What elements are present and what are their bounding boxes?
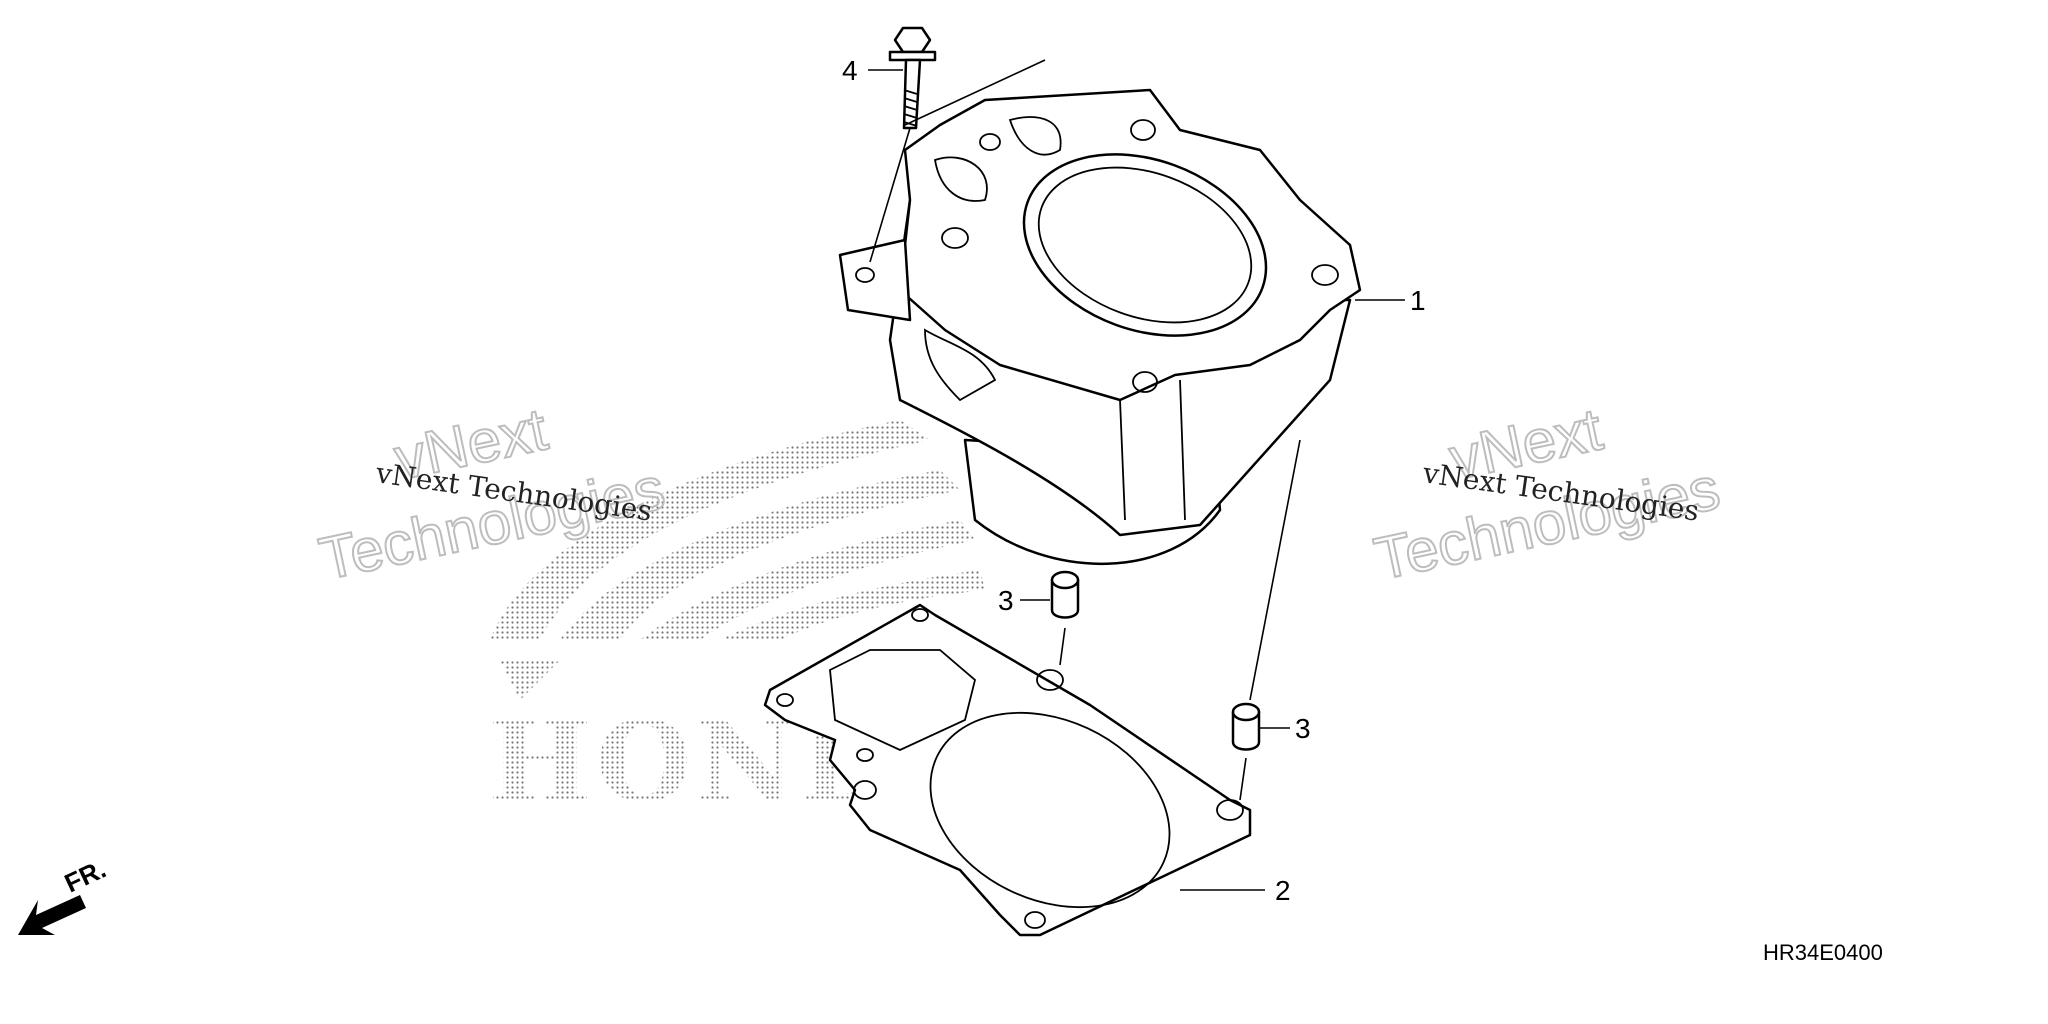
callout-4: 4 [842, 55, 903, 86]
front-direction-arrow-icon: FR. [18, 854, 111, 935]
callout-3-upper-label: 3 [998, 585, 1014, 616]
callout-3-upper: 3 [998, 585, 1050, 616]
flange-bolt [869, 26, 1046, 263]
callout-2-label: 2 [1275, 875, 1291, 906]
callout-1: 1 [1249, 285, 1426, 701]
watermark-right: vNext Technologies vNext Technologies [1368, 394, 1727, 593]
honda-wing-logo-icon [490, 420, 985, 700]
callout-3-lower-label: 3 [1295, 713, 1311, 744]
callout-2: 2 [1180, 875, 1291, 906]
watermark-left: vNext Technologies vNext Technologies [313, 394, 672, 593]
dowel-pin-lower [1231, 702, 1261, 801]
front-label: FR. [60, 854, 111, 899]
callout-1-label: 1 [1410, 285, 1426, 316]
dowel-pin-upper [1050, 570, 1080, 666]
callout-3-lower: 3 [1260, 713, 1311, 744]
gasket [763, 603, 1252, 937]
cylinder [838, 88, 1362, 565]
callout-4-label: 4 [842, 55, 858, 86]
diagram-code: HR34E0400 [1763, 940, 1883, 965]
